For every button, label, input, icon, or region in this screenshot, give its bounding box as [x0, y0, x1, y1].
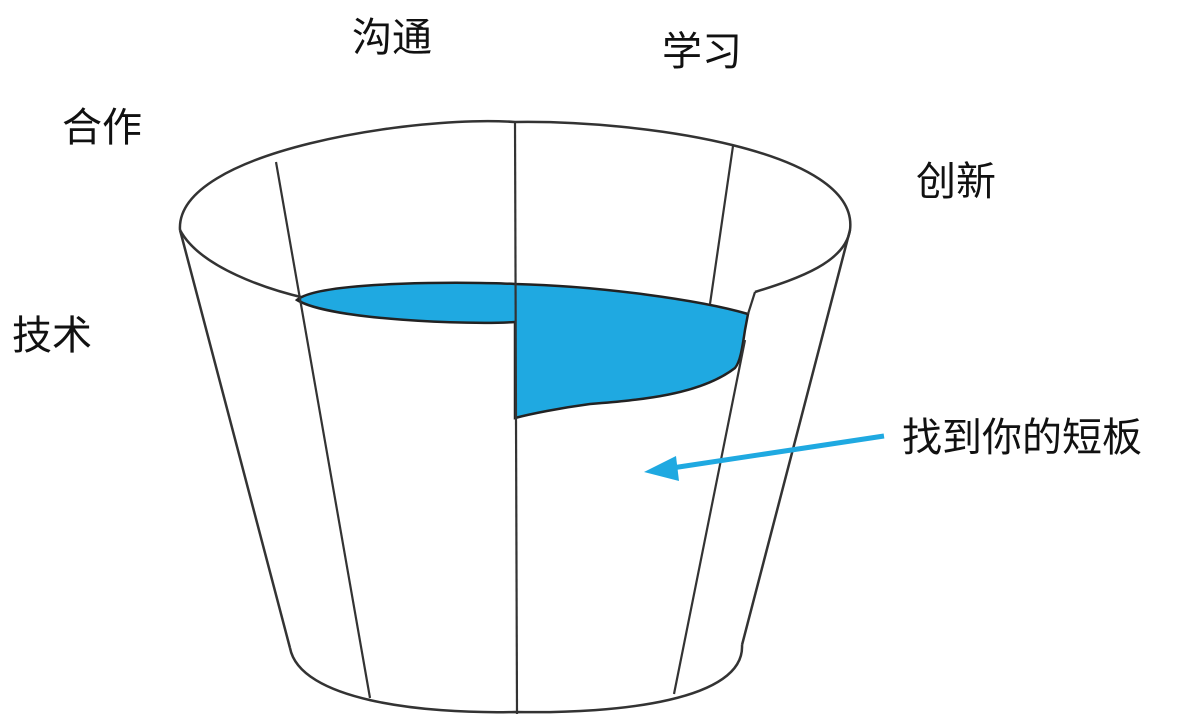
- label-communication: 沟通: [352, 15, 432, 61]
- stave-line-3-lower: [672, 339, 747, 695]
- bucket-right-side: [740, 229, 852, 646]
- label-learning: 学习: [662, 29, 742, 75]
- stave-line-1: [274, 161, 372, 699]
- callout-arrow-head: [644, 456, 679, 481]
- label-technology: 技术: [12, 313, 92, 359]
- label-innovation: 创新: [916, 159, 996, 205]
- water-surface[interactable]: [294, 281, 750, 420]
- callout-text: 找到你的短板: [902, 415, 1142, 461]
- short-stave-notch: [746, 291, 757, 315]
- callout-arrow-line: [671, 433, 885, 471]
- bucket-bottom: [288, 644, 744, 714]
- stave-line-2: [513, 121, 519, 715]
- label-cooperation: 合作: [62, 105, 142, 151]
- stave-line-3-upper: [708, 145, 735, 305]
- bucket-rim-front: [178, 229, 306, 300]
- bucket-rim: [178, 119, 852, 294]
- bucket-left-side: [178, 229, 292, 649]
